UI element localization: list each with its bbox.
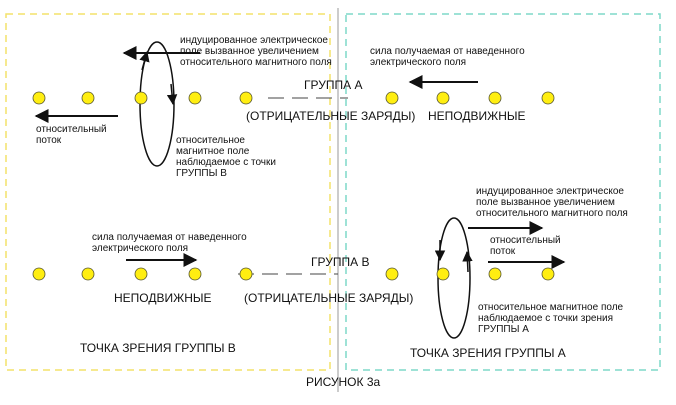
particles xyxy=(32,91,555,281)
top-row-particle xyxy=(436,91,450,105)
group-b-viewpoint-frame xyxy=(5,13,331,371)
top-row-particle xyxy=(81,91,95,105)
top-induced-field-label: индуцированное электрическое поле вызван… xyxy=(180,35,332,68)
bottom-row-particle xyxy=(541,267,555,281)
viewpoint-group-a-caption: ТОЧКА ЗРЕНИЯ ГРУППЫ А xyxy=(410,346,566,360)
top-row-particle xyxy=(188,91,202,105)
top-row-particle xyxy=(239,91,253,105)
bottom-row-particle xyxy=(188,267,202,281)
group-a-viewpoint-frame xyxy=(345,13,661,371)
top-row-particle xyxy=(541,91,555,105)
bottom-force-label: сила получаемая от наведенного электриче… xyxy=(92,232,247,254)
viewpoint-group-b-caption: ТОЧКА ЗРЕНИЯ ГРУППЫ В xyxy=(80,341,236,355)
top-row-particle xyxy=(32,91,46,105)
bottom-relative-flow-label: относительный поток xyxy=(490,235,561,257)
bottom-row-particle xyxy=(81,267,95,281)
top-loop-arrow-down xyxy=(166,83,178,106)
bottom-induced-field-label: индуцированное электрическое поле вызван… xyxy=(476,186,628,219)
bottom-row-particle xyxy=(385,267,399,281)
top-magnetic-field-label: относительное магнитное поле наблюдаемое… xyxy=(176,135,276,179)
top-loop-arrow-up xyxy=(139,50,150,71)
bottom-row-particle xyxy=(239,267,253,281)
bottom-row-particle xyxy=(134,267,148,281)
bottom-loop-arrow-up xyxy=(462,250,473,273)
bottom-row-particle xyxy=(32,267,46,281)
figure-caption: РИСУНОК 3а xyxy=(306,375,381,389)
top-row-particle xyxy=(385,91,399,105)
top-stationary-label: НЕПОДВИЖНЫЕ xyxy=(428,109,526,123)
top-row-particle xyxy=(488,91,502,105)
top-negative-charges-label: (ОТРИЦАТЕЛЬНЫЕ ЗАРЯДЫ) xyxy=(246,109,416,123)
group-b-title: ГРУППА В xyxy=(311,255,370,269)
bottom-row-particle xyxy=(488,267,502,281)
group-a-title: ГРУППА А xyxy=(304,78,363,92)
top-force-label: сила получаемая от наведенного электриче… xyxy=(370,46,525,68)
top-row-particle xyxy=(134,91,148,105)
bottom-row-particle xyxy=(436,267,450,281)
bottom-magnetic-field-label: относительное магнитное поле наблюдаемое… xyxy=(478,302,624,335)
bottom-stationary-label: НЕПОДВИЖНЫЕ xyxy=(114,291,212,305)
bottom-negative-charges-label: (ОТРИЦАТЕЛЬНЫЕ ЗАРЯДЫ) xyxy=(244,291,414,305)
bottom-magnetic-loop xyxy=(437,217,471,339)
top-relative-flow-label: относительный поток xyxy=(36,124,107,146)
